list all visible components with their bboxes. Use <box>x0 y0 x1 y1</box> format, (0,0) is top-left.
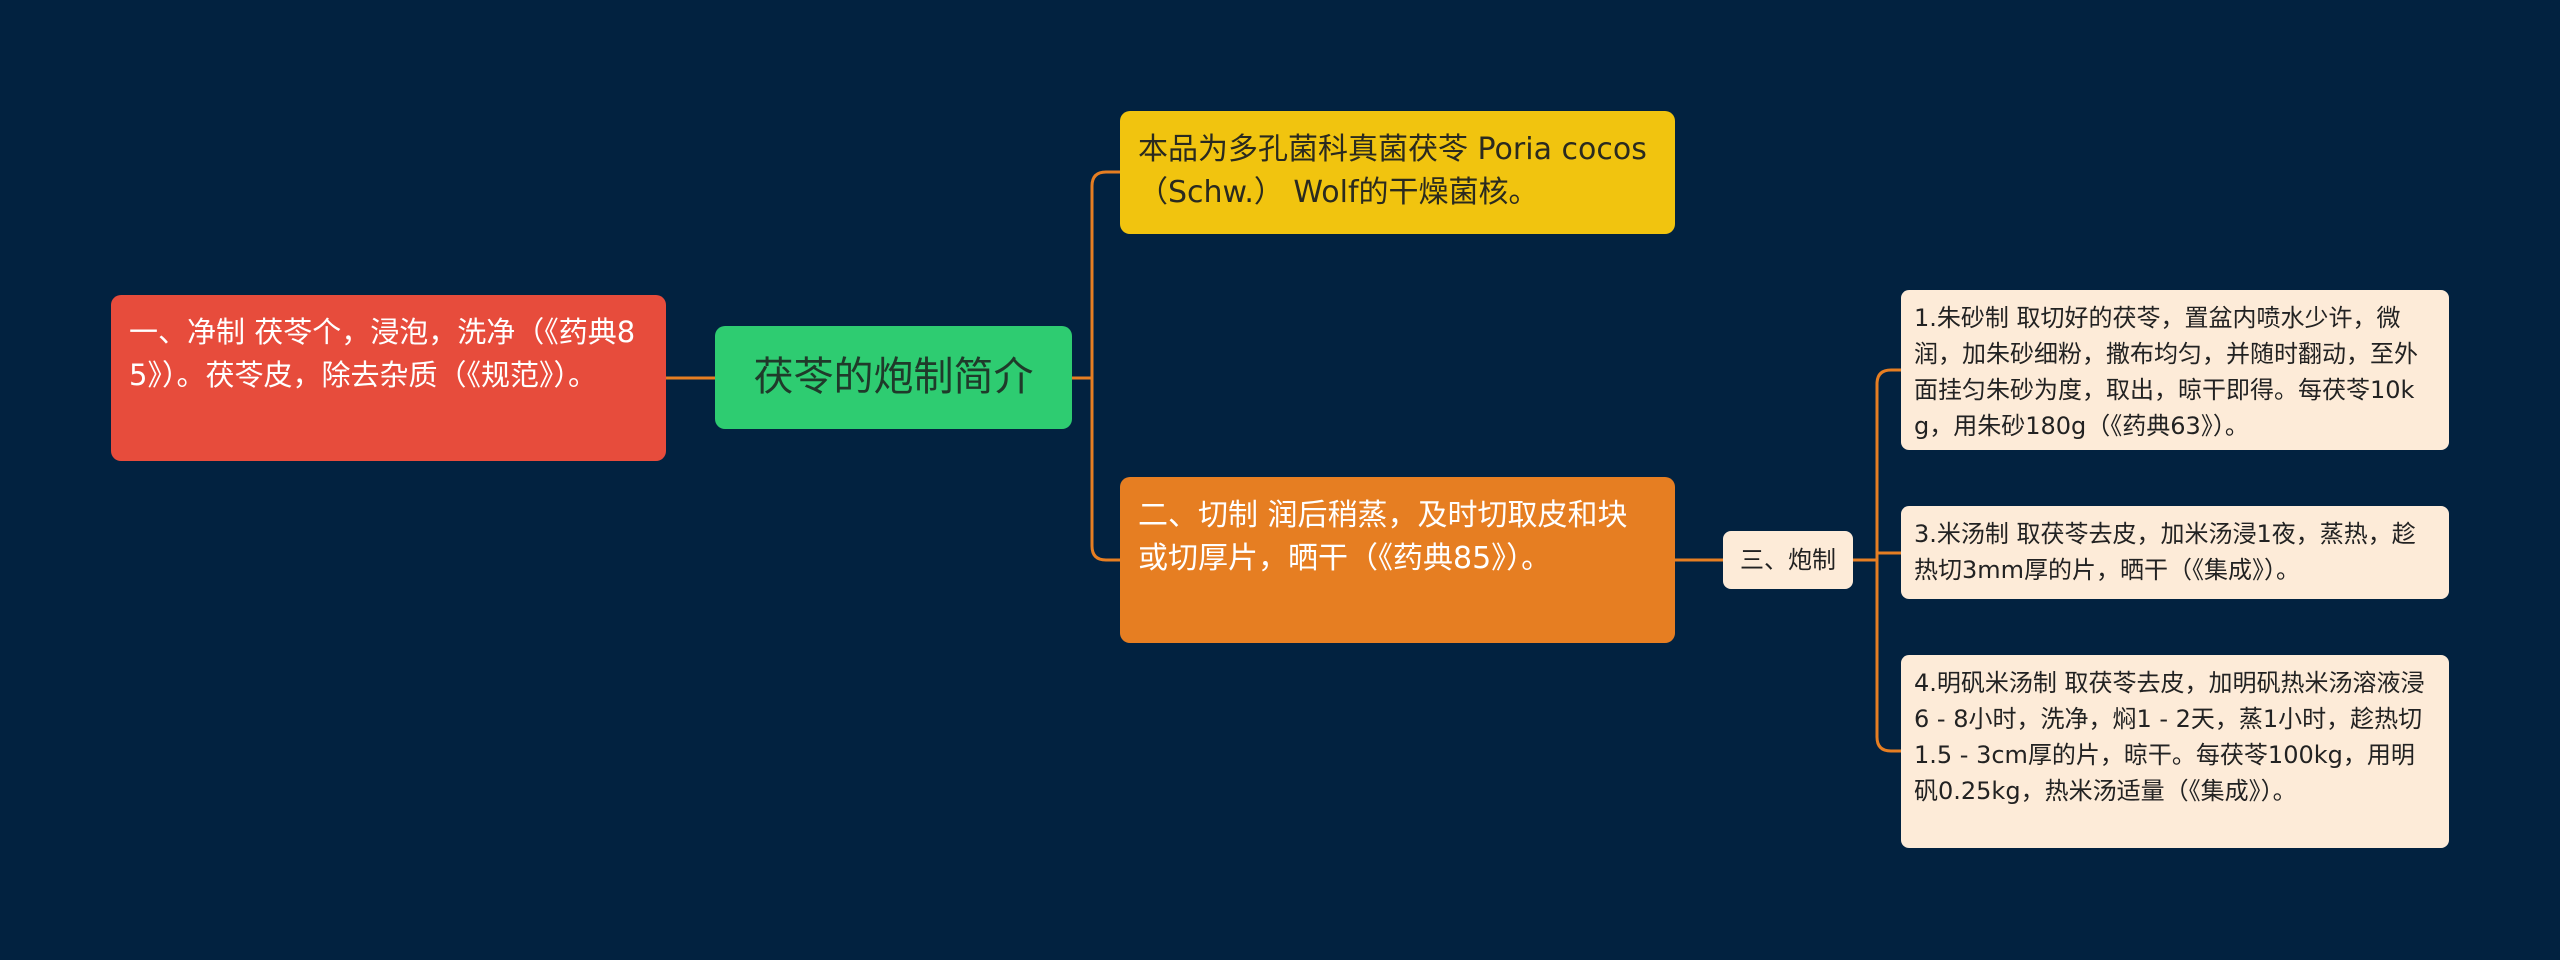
processing-item-1[interactable]: 1.朱砂制 取切好的茯苓，置盆内喷水少许，微润，加朱砂细粉，撒布均匀，并随时翻动… <box>1901 290 2449 450</box>
connector-leaf-1 <box>1875 368 1901 560</box>
right-middle-branch-text: 二、切制 润后稍蒸，及时切取皮和块或切厚片，晒干（《药典85》）。 <box>1138 498 1628 576</box>
processing-item-3[interactable]: 4.明矾米汤制 取茯苓去皮，加明矾热米汤溶液浸6 - 8小时，洗净，焖1 - 2… <box>1901 655 2449 848</box>
connector-right-top <box>1090 170 1120 378</box>
processing-node[interactable]: 三、炮制 <box>1723 531 1853 589</box>
left-branch-text: 一、净制 茯苓个，浸泡，洗净（《药典85》）。茯苓皮，除去杂质（《规范》）。 <box>129 315 636 392</box>
root-topic-node[interactable]: 茯苓的炮制简介 <box>715 326 1072 429</box>
right-middle-branch-node[interactable]: 二、切制 润后稍蒸，及时切取皮和块或切厚片，晒干（《药典85》）。 <box>1120 477 1675 643</box>
right-top-branch-text: 本品为多孔菌科真菌茯苓 Poria cocos （Schw.） Wolf的干燥菌… <box>1138 132 1647 210</box>
connector-right-middle <box>1090 378 1120 562</box>
left-branch-node[interactable]: 一、净制 茯苓个，浸泡，洗净（《药典85》）。茯苓皮，除去杂质（《规范》）。 <box>111 295 666 461</box>
right-top-branch-node[interactable]: 本品为多孔菌科真菌茯苓 Poria cocos （Schw.） Wolf的干燥菌… <box>1120 111 1675 234</box>
connector-leaf-3 <box>1875 560 1901 753</box>
processing-label: 三、炮制 <box>1740 546 1836 574</box>
processing-item-1-text: 1.朱砂制 取切好的茯苓，置盆内喷水少许，微润，加朱砂细粉，撒布均匀，并随时翻动… <box>1914 304 2418 440</box>
processing-item-3-text: 4.明矾米汤制 取茯苓去皮，加明矾热米汤溶液浸6 - 8小时，洗净，焖1 - 2… <box>1914 669 2425 805</box>
processing-item-2-text: 3.米汤制 取茯苓去皮，加米汤浸1夜，蒸热，趁热切3mm厚的片，晒干（《集成》）… <box>1914 520 2416 584</box>
root-topic-label: 茯苓的炮制简介 <box>753 354 1034 400</box>
processing-item-2[interactable]: 3.米汤制 取茯苓去皮，加米汤浸1夜，蒸热，趁热切3mm厚的片，晒干（《集成》）… <box>1901 506 2449 599</box>
